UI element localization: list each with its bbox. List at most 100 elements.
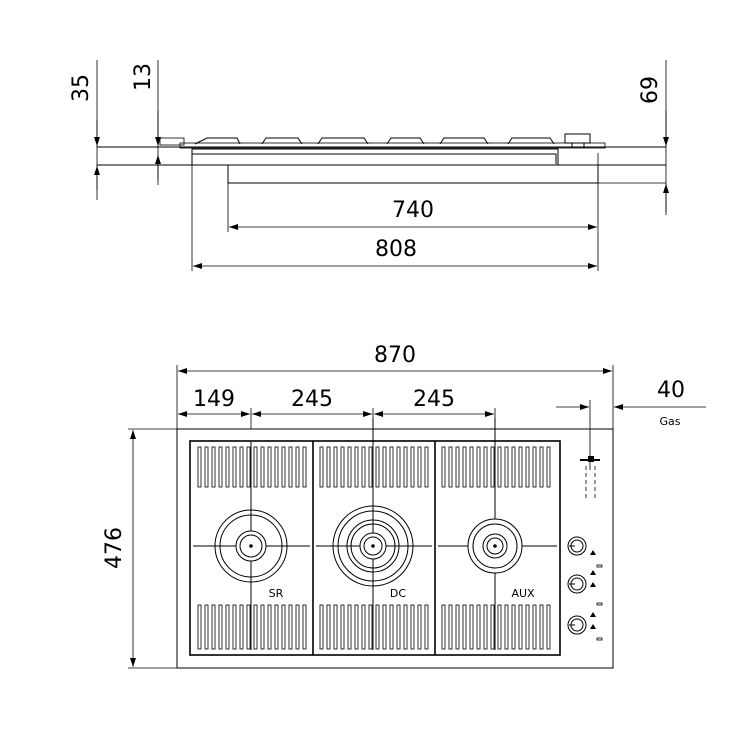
grate-rib bbox=[497, 446, 502, 488]
grate-rib bbox=[455, 604, 460, 650]
knob-3 bbox=[567, 612, 603, 641]
grate-rib bbox=[396, 446, 401, 488]
grate-rib bbox=[302, 446, 307, 488]
hob-plate bbox=[179, 142, 606, 149]
brand-logo bbox=[580, 456, 600, 498]
grate-rib bbox=[490, 604, 495, 650]
grate-rib bbox=[267, 604, 272, 650]
dim-13-label: 13 bbox=[131, 63, 156, 91]
hob-outline-top bbox=[176, 428, 614, 669]
grate-rib bbox=[546, 604, 551, 650]
grate-rib bbox=[525, 446, 530, 488]
grate-rib bbox=[218, 604, 223, 650]
grate-rib bbox=[546, 446, 551, 488]
grate-rib bbox=[476, 446, 481, 488]
grate-rib bbox=[462, 604, 467, 650]
grate-rib bbox=[403, 446, 408, 488]
grate-rib bbox=[333, 604, 338, 650]
grate-rib bbox=[204, 446, 209, 488]
grate-rib bbox=[462, 446, 467, 488]
grate-rib bbox=[260, 604, 265, 650]
grate-rib bbox=[483, 604, 488, 650]
dim-870-label: 870 bbox=[374, 343, 416, 368]
dim-808-label: 808 bbox=[375, 237, 417, 262]
dim-40-label: 40 bbox=[657, 378, 685, 403]
grate-rib bbox=[361, 446, 366, 488]
dim-476-label: 476 bbox=[102, 527, 127, 569]
grate-rib bbox=[532, 446, 537, 488]
grate-rib bbox=[232, 604, 237, 650]
burner-dc-label: DC bbox=[390, 587, 406, 600]
grate-rib bbox=[211, 604, 216, 650]
grate-rib bbox=[204, 604, 209, 650]
grate-rib bbox=[476, 604, 481, 650]
grate-rib bbox=[368, 446, 373, 488]
grate-rib bbox=[361, 604, 366, 650]
hob-body-inner-line bbox=[192, 153, 557, 164]
grate-rib bbox=[469, 446, 474, 488]
grate-rib bbox=[448, 446, 453, 488]
dim-740-label: 740 bbox=[392, 198, 434, 223]
pan-supports-side bbox=[194, 137, 555, 145]
grate-rib bbox=[288, 446, 293, 488]
grate-rib bbox=[211, 446, 216, 488]
grate-rib bbox=[253, 604, 258, 650]
burner-aux-label: AUX bbox=[511, 587, 535, 600]
grate-rib bbox=[319, 604, 324, 650]
grate-rib bbox=[396, 604, 401, 650]
grate-rib bbox=[518, 446, 523, 488]
grate-rib bbox=[347, 446, 352, 488]
grate-rib bbox=[340, 446, 345, 488]
grate-rib bbox=[281, 446, 286, 488]
grate-rib bbox=[448, 604, 453, 650]
grate-rib bbox=[281, 604, 286, 650]
dim-69-label: 69 bbox=[638, 76, 663, 104]
grate-rib bbox=[483, 446, 488, 488]
side-view: 35 13 69 740 808 bbox=[69, 60, 669, 271]
grate-rib bbox=[490, 446, 495, 488]
grate-rib bbox=[368, 604, 373, 650]
burner-dc: DC bbox=[316, 418, 432, 650]
grate-rib bbox=[218, 446, 223, 488]
grate-rib bbox=[288, 604, 293, 650]
grate-rib bbox=[225, 604, 230, 650]
grate-area bbox=[189, 440, 561, 656]
control-knobs bbox=[567, 536, 603, 641]
grate-rib bbox=[253, 446, 258, 488]
grate-rib bbox=[274, 604, 279, 650]
grate-rib bbox=[239, 604, 244, 650]
grate-rib bbox=[267, 446, 272, 488]
burner-sr: SR bbox=[193, 442, 310, 650]
grate-ribs-top bbox=[197, 446, 551, 488]
grate-rib bbox=[354, 604, 359, 650]
grate-rib bbox=[410, 446, 415, 488]
dim-245-a-label: 245 bbox=[291, 387, 333, 412]
burner-aux: AUX bbox=[438, 418, 557, 650]
grate-rib bbox=[389, 604, 394, 650]
grate-ribs-bottom bbox=[197, 604, 551, 650]
grate-rib bbox=[504, 446, 509, 488]
gas-label: Gas bbox=[660, 415, 681, 428]
grate-rib bbox=[232, 446, 237, 488]
grate-rib bbox=[389, 446, 394, 488]
burner-sr-label: SR bbox=[269, 587, 284, 600]
grate-rib bbox=[417, 604, 422, 650]
grate-rib bbox=[455, 446, 460, 488]
grate-rib bbox=[518, 604, 523, 650]
knob-side bbox=[564, 133, 591, 144]
grate-rib bbox=[354, 446, 359, 488]
grate-rib bbox=[319, 446, 324, 488]
grate-rib bbox=[295, 604, 300, 650]
knob-2 bbox=[567, 570, 603, 606]
grate-rib bbox=[539, 446, 544, 488]
grate-rib bbox=[239, 446, 244, 488]
grate-rib bbox=[417, 446, 422, 488]
hob-body-upper bbox=[191, 148, 559, 166]
grate-rib bbox=[274, 446, 279, 488]
grate-rib bbox=[532, 604, 537, 650]
grate-rib bbox=[295, 446, 300, 488]
grate-rib bbox=[441, 604, 446, 650]
grate-rib bbox=[410, 604, 415, 650]
grate-rib bbox=[197, 604, 202, 650]
